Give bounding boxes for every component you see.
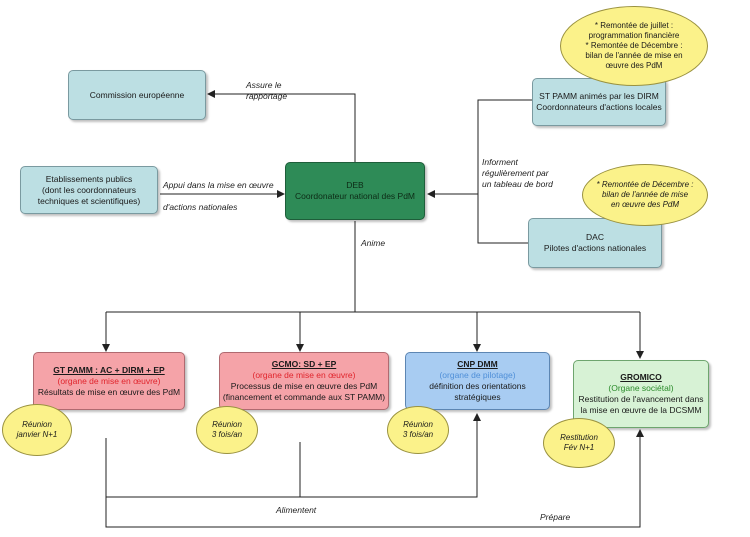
gcmo-desc-2: (financement et commande aux ST PAMM) bbox=[222, 392, 386, 402]
label-assure-rapportage: Assure le rapportage bbox=[246, 80, 287, 102]
gromico-node: GROMICO (Organe sociétal) Restitution de… bbox=[573, 360, 709, 428]
gromico-desc-1: Restitution de l'avancement dans bbox=[578, 394, 704, 404]
callout-gt-line-2: janvier N+1 bbox=[16, 430, 58, 439]
label-anime: Anime bbox=[361, 238, 386, 248]
gt-pamm-desc: Résultats de mise en œuvre des PdM bbox=[37, 386, 181, 397]
cnp-dmm-desc: définition des orientations stratégiques bbox=[429, 381, 526, 402]
gcmo-role: (organe de mise en œuvre) bbox=[252, 370, 356, 380]
callout-cnp-reunion: Réunion 3 fois/an bbox=[387, 406, 449, 454]
callout-st-pamm-line-3: * Remontée de Décembre : bbox=[585, 41, 683, 50]
gcmo-title: GCMO: SD + EP bbox=[271, 359, 337, 369]
st-pamm-line-2: Coordonnateurs d'actions locales bbox=[536, 102, 662, 112]
dac-subtitle: Pilotes d'actions nationales bbox=[543, 243, 647, 253]
callout-gromico-line-2: Fév N+1 bbox=[563, 443, 595, 452]
dac-node: DAC Pilotes d'actions nationales bbox=[528, 218, 662, 268]
label-informent: Informent régulièrement par un tableau d… bbox=[482, 157, 553, 190]
dac-title: DAC bbox=[586, 232, 604, 242]
deb-subtitle: Coordonateur national des PdM bbox=[294, 191, 416, 201]
etablissements-line-3: techniques et scientifiques) bbox=[37, 195, 141, 206]
st-pamm-node: ST PAMM animés par les DIRM Coordonnateu… bbox=[532, 78, 666, 126]
callout-gt-pamm-reunion: Réunion janvier N+1 bbox=[2, 404, 72, 456]
callout-st-pamm: * Remontée de juillet : programmation fi… bbox=[560, 6, 708, 86]
gt-pamm-node: GT PAMM : AC + DIRM + EP (organe de mise… bbox=[33, 352, 185, 410]
label-informent-line-2: régulièrement par bbox=[482, 168, 549, 178]
cnp-dmm-role: (organe de pilotage) bbox=[439, 370, 516, 380]
gt-pamm-title: GT PAMM : AC + DIRM + EP bbox=[53, 364, 165, 375]
callout-gcmo-line-2: 3 fois/an bbox=[211, 430, 243, 439]
gcmo-node: GCMO: SD + EP (organe de mise en œuvre) … bbox=[219, 352, 389, 410]
callout-st-pamm-line-5: œuvre des PdM bbox=[605, 61, 663, 70]
commission-label: Commission européenne bbox=[89, 89, 185, 100]
st-pamm-line-1: ST PAMM animés par les DIRM bbox=[539, 91, 659, 101]
callout-gromico-line-1: Restitution bbox=[560, 433, 598, 442]
cnp-dmm-title: CNP DMM bbox=[457, 359, 498, 369]
callout-st-pamm-line-1: * Remontée de juillet : bbox=[594, 21, 674, 30]
etablissements-node: Etablissements publics (dont les coordon… bbox=[20, 166, 158, 214]
label-appui: Appui dans la mise en œuvre bbox=[163, 180, 274, 190]
deb-title: DEB bbox=[346, 180, 364, 190]
label-informent-line-3: un tableau de bord bbox=[482, 179, 553, 189]
label-actions-nationales: d'actions nationales bbox=[163, 202, 238, 212]
callout-cnp-line-1: Réunion bbox=[403, 420, 433, 429]
callout-dac: * Remontée de Décembre : bilan de l'anné… bbox=[582, 164, 708, 226]
gromico-title: GROMICO bbox=[620, 372, 662, 382]
gromico-role: (Organe sociétal) bbox=[608, 383, 674, 393]
etablissements-line-2: (dont les coordonnateurs bbox=[41, 184, 137, 195]
label-informent-line-1: Informent bbox=[482, 157, 518, 167]
gt-pamm-role: (organe de mise en œuvre) bbox=[57, 375, 161, 386]
label-assure-line-2: rapportage bbox=[246, 91, 288, 101]
callout-gt-line-1: Réunion bbox=[22, 420, 52, 429]
commission-node: Commission européenne bbox=[68, 70, 206, 120]
callout-cnp-line-2: 3 fois/an bbox=[402, 430, 434, 439]
callout-gcmo-line-1: Réunion bbox=[212, 420, 242, 429]
etablissements-line-1: Etablissements publics bbox=[45, 173, 133, 184]
callout-dac-line-1: * Remontée de Décembre : bbox=[596, 180, 694, 189]
cnp-dmm-node: CNP DMM (organe de pilotage) définition … bbox=[405, 352, 550, 410]
callout-gcmo-reunion: Réunion 3 fois/an bbox=[196, 406, 258, 454]
callout-dac-line-3: en œuvre des PdM bbox=[610, 200, 680, 209]
gromico-desc-2: la mise en œuvre de la DCSMM bbox=[580, 405, 702, 415]
callout-gromico-restitution: Restitution Fév N+1 bbox=[543, 418, 615, 468]
gcmo-desc-1: Processus de mise en œuvre des PdM bbox=[230, 381, 378, 391]
callout-dac-line-2: bilan de l'année de mise bbox=[601, 190, 689, 199]
label-assure-line-1: Assure le bbox=[246, 80, 282, 90]
label-alimentent: Alimentent bbox=[276, 505, 317, 515]
callout-st-pamm-line-2: programmation financière bbox=[588, 31, 680, 40]
label-prepare: Prépare bbox=[540, 512, 571, 522]
callout-st-pamm-line-4: bilan de l'année de mise en bbox=[585, 51, 683, 60]
deb-node: DEB Coordonateur national des PdM bbox=[285, 162, 425, 220]
